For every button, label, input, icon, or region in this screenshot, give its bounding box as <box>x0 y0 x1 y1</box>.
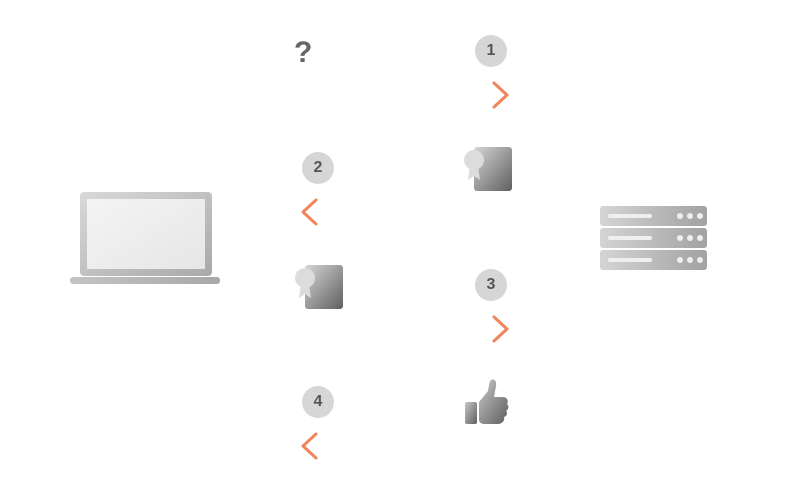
question-mark-icon: ? <box>294 36 313 69</box>
step-badge-2: 2 <box>302 152 334 184</box>
thumbs-up-icon <box>465 379 509 424</box>
step-badge-1: 1 <box>475 35 507 67</box>
server-rack-icon <box>600 206 707 270</box>
arrow-step-1 <box>300 81 509 109</box>
arrow-step-2 <box>301 198 510 226</box>
laptop-icon <box>70 192 220 284</box>
step-badge-3: 3 <box>475 269 507 301</box>
arrow-step-3 <box>300 315 509 343</box>
certificate-icon <box>295 265 343 309</box>
arrow-step-4 <box>301 432 510 460</box>
certificate-icon <box>464 147 512 191</box>
step-badge-4: 4 <box>302 386 334 418</box>
